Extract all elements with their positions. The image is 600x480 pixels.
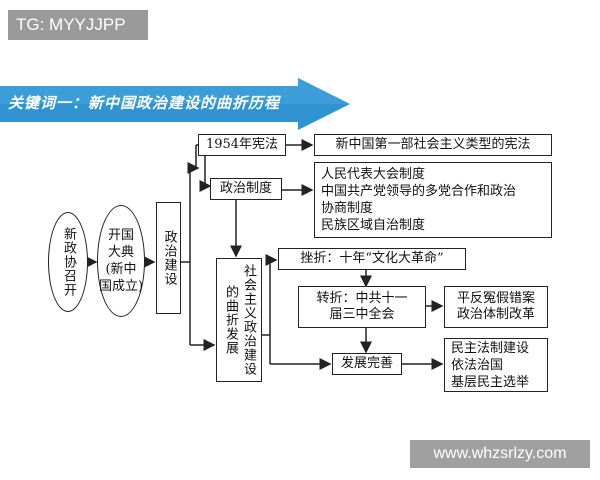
banner-arrow — [0, 78, 350, 130]
node-zhuanzhe: 转折：中共十一 届三中全会 — [298, 286, 426, 328]
node-cuozhe: 挫折：十年“文化大革命” — [278, 248, 466, 270]
node-kaiguo-dadian: 开国 大典 (新中 国成立) — [97, 205, 145, 317]
node-zhuanzhe-result: 平反冤假错案 政治体制改革 — [444, 286, 548, 328]
node-zhengzhi-zhidu: 政治制度 — [210, 178, 282, 200]
node-xianfa-desc: 新中国第一部社会主义类型的宪法 — [314, 134, 552, 156]
node-quzhe-fazhan: 社会主义政治建设的曲折发展 — [216, 258, 262, 382]
node-xinzhengxie: 新政协召开 — [48, 212, 88, 312]
node-zhidu-list: 人民代表大会制度 中国共产党领导的多党合作和政治 协商制度 民族区域自治制度 — [314, 162, 552, 238]
node-zhengzhi-jianshe: 政治建设 — [156, 202, 181, 314]
node-1954-xianfa: 1954年宪法 — [198, 134, 286, 156]
node-fazhan-wanshan: 发展完善 — [332, 353, 402, 375]
banner-title: 关键词一：新中国政治建设的曲折历程 — [8, 94, 281, 112]
watermark-top-left: TG: MYYJJPP — [8, 10, 148, 40]
node-fazhan-result: 民主法制建设 依法治国 基层民主选举 — [444, 338, 548, 392]
watermark-bottom-right: www.whzsrlzy.com — [410, 440, 590, 468]
